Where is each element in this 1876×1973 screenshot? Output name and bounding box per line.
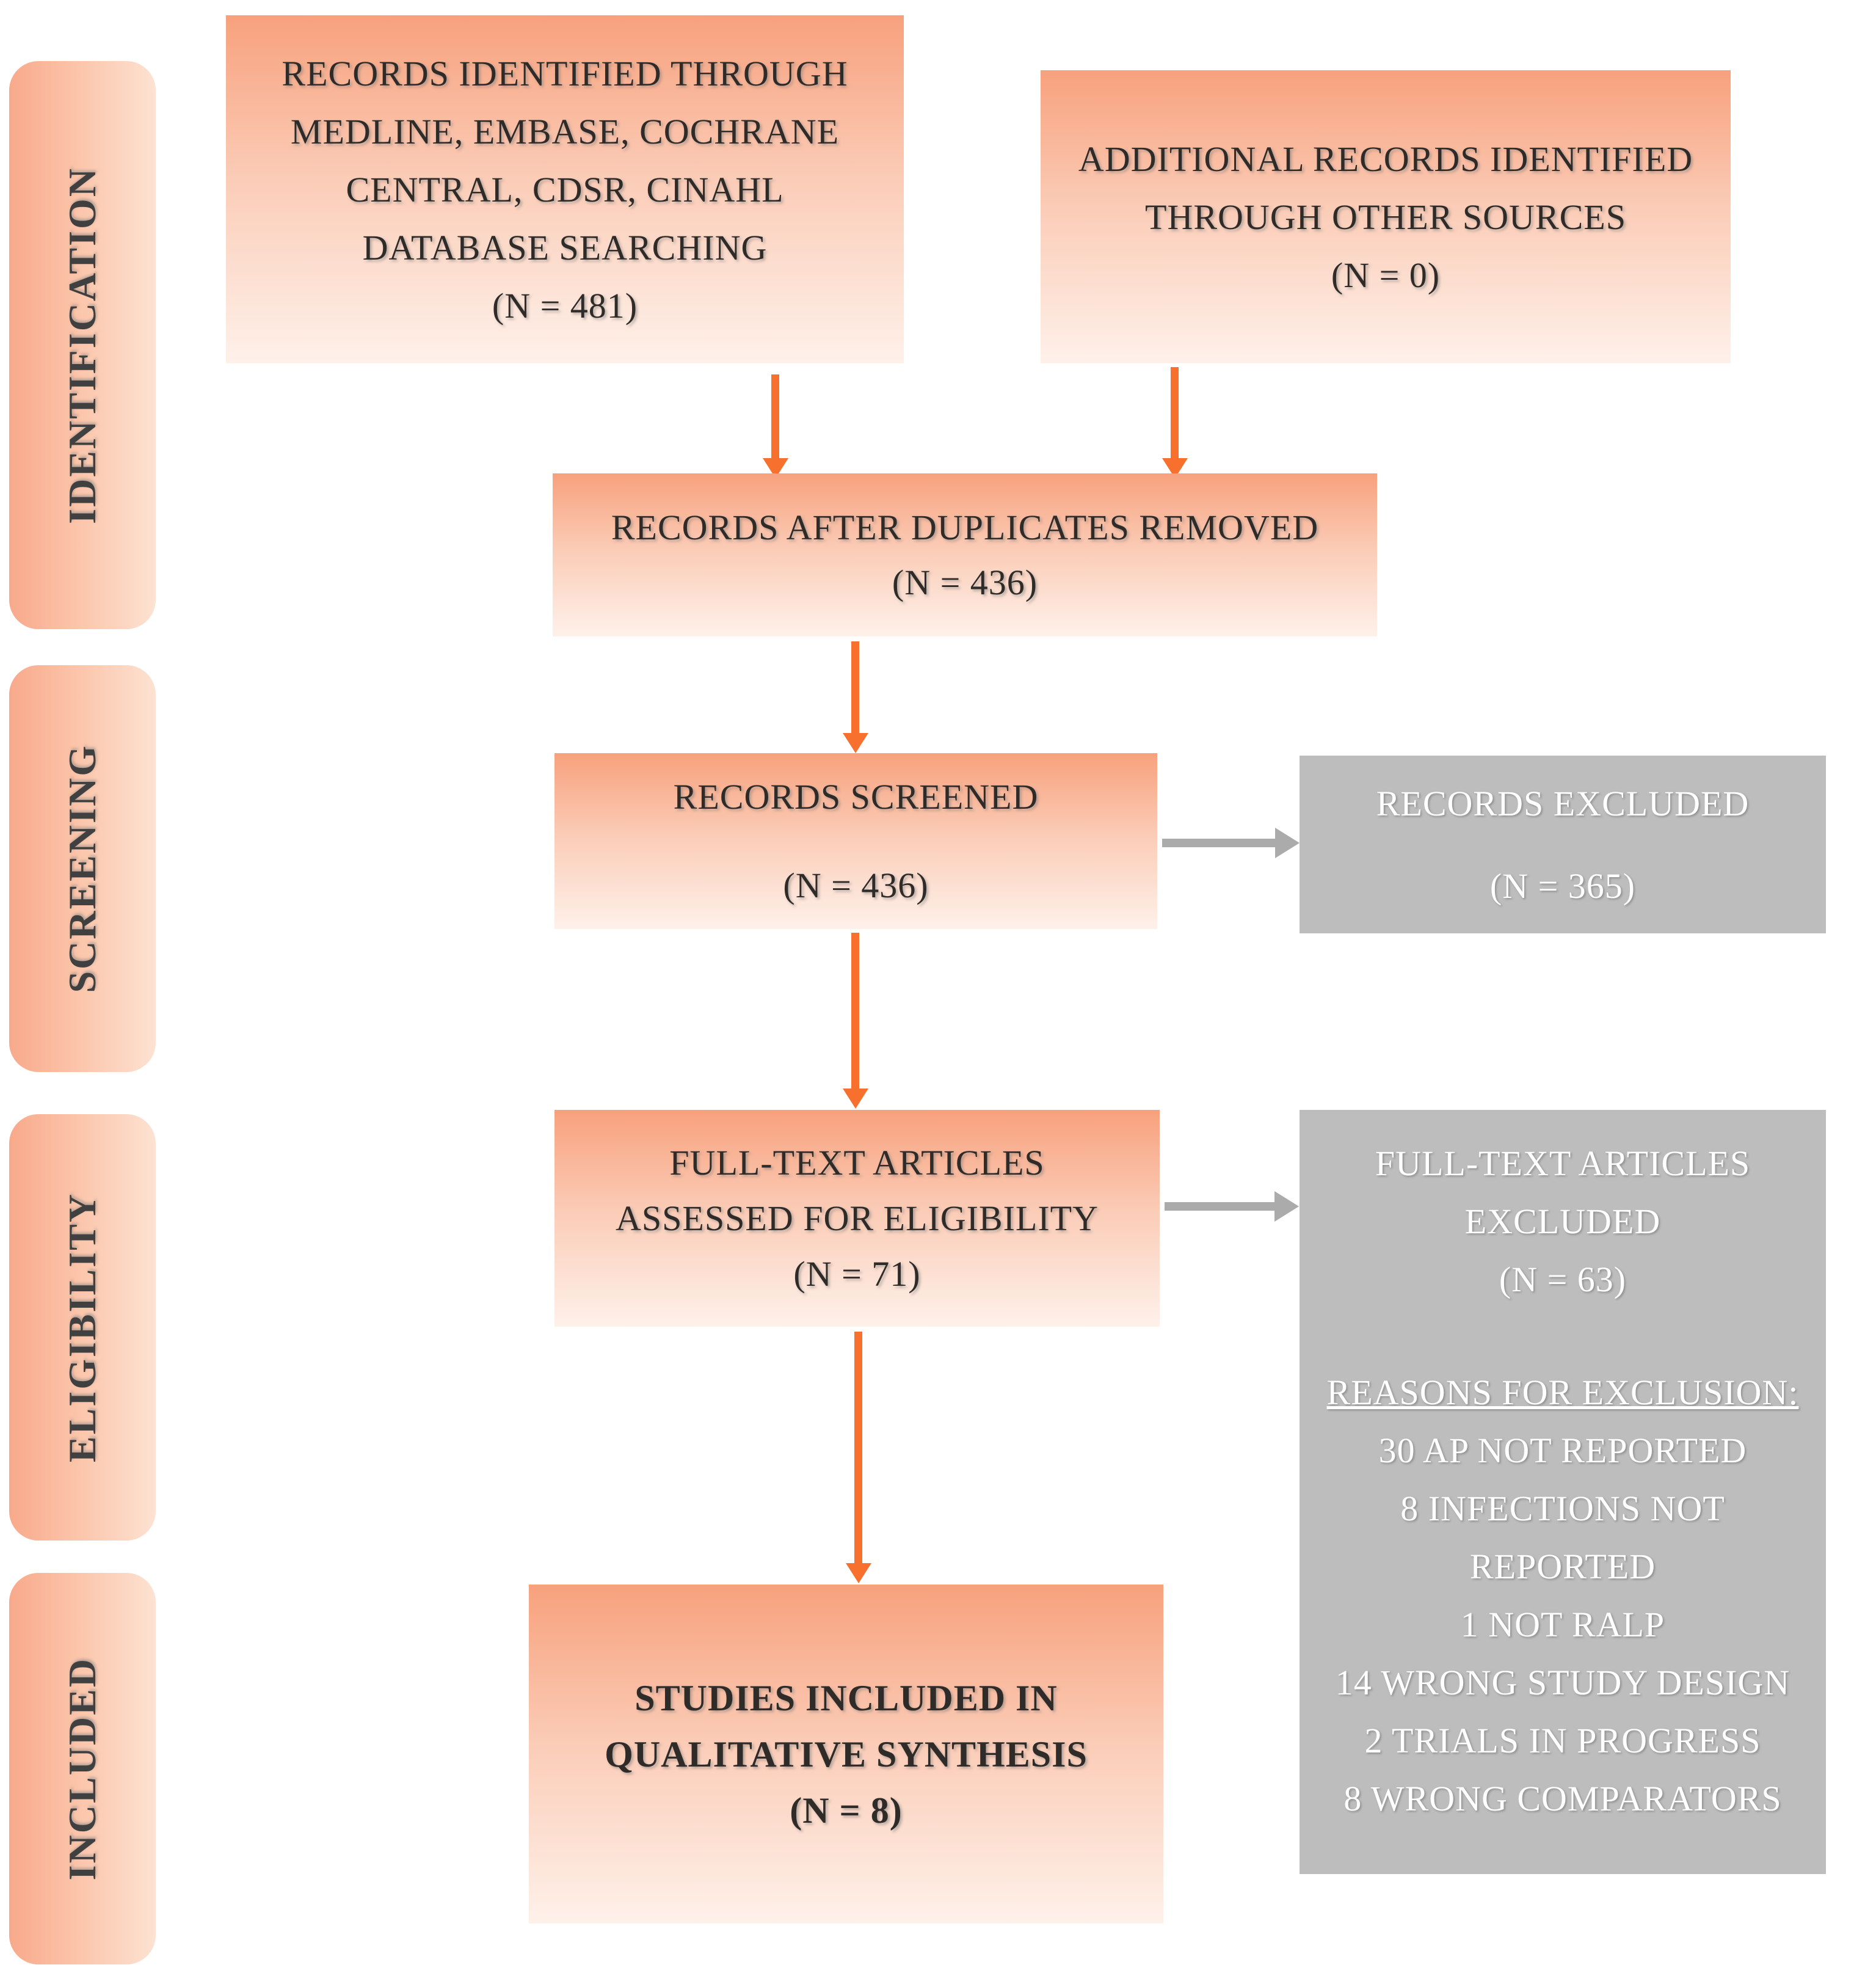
box-duplicates-removed: RECORDS AFTER DUPLICATES REMOVED (N = 43… [553, 473, 1377, 636]
box-studies-included: STUDIES INCLUDED IN QUALITATIVE SYNTHESI… [529, 1585, 1163, 1924]
stage-included-label: INCLUDED [60, 1657, 104, 1881]
arrow-additional-to-duplicates [1171, 367, 1179, 458]
arrow-fulltext-to-included [854, 1332, 862, 1563]
stage-identification-label: IDENTIFICATION [60, 166, 104, 524]
arrow-fulltext-to-excluded [1165, 1202, 1274, 1211]
stage-screening: SCREENING [9, 665, 156, 1072]
box-records-identified: RECORDS IDENTIFIED THROUGH MEDLINE, EMBA… [226, 15, 904, 363]
box-fulltext-excluded-title: FULL-TEXT ARTICLES EXCLUDED (N = 63) [1375, 1143, 1751, 1299]
box-additional-records: ADDITIONAL RECORDS IDENTIFIED THROUGH OT… [1041, 70, 1731, 363]
box-additional-records-text: ADDITIONAL RECORDS IDENTIFIED THROUGH OT… [1078, 139, 1693, 295]
arrow-screened-to-excluded [1162, 839, 1275, 847]
stage-included: INCLUDED [9, 1573, 156, 1964]
box-fulltext-excluded: FULL-TEXT ARTICLES EXCLUDED (N = 63) REA… [1300, 1110, 1826, 1874]
arrow-identified-to-duplicates [771, 374, 779, 458]
box-records-excluded-text: RECORDS EXCLUDED (N = 365) [1376, 783, 1750, 906]
box-records-excluded: RECORDS EXCLUDED (N = 365) [1300, 756, 1826, 933]
box-records-identified-text: RECORDS IDENTIFIED THROUGH MEDLINE, EMBA… [282, 53, 848, 326]
stage-screening-label: SCREENING [60, 744, 104, 993]
reasons-for-exclusion-heading: REASONS FOR EXCLUSION: [1326, 1373, 1799, 1412]
stage-identification: IDENTIFICATION [9, 61, 156, 629]
box-fulltext-assessed: FULL-TEXT ARTICLES ASSESSED FOR ELIGIBIL… [554, 1110, 1160, 1327]
reasons-for-exclusion-list: 30 AP NOT REPORTED 8 INFECTIONS NOT REPO… [1335, 1431, 1791, 1818]
stage-eligibility-label: ELIGIBILITY [60, 1192, 104, 1463]
box-records-screened: RECORDS SCREENED (N = 436) [554, 753, 1157, 929]
box-records-screened-text: RECORDS SCREENED (N = 436) [673, 777, 1039, 905]
arrow-screened-to-fulltext [851, 933, 859, 1089]
box-studies-included-text: STUDIES INCLUDED IN QUALITATIVE SYNTHESI… [605, 1677, 1088, 1831]
arrow-duplicates-to-screened [851, 641, 859, 733]
box-duplicates-removed-text: RECORDS AFTER DUPLICATES REMOVED (N = 43… [611, 507, 1319, 602]
stage-eligibility: ELIGIBILITY [9, 1114, 156, 1541]
box-fulltext-assessed-text: FULL-TEXT ARTICLES ASSESSED FOR ELIGIBIL… [616, 1143, 1099, 1294]
